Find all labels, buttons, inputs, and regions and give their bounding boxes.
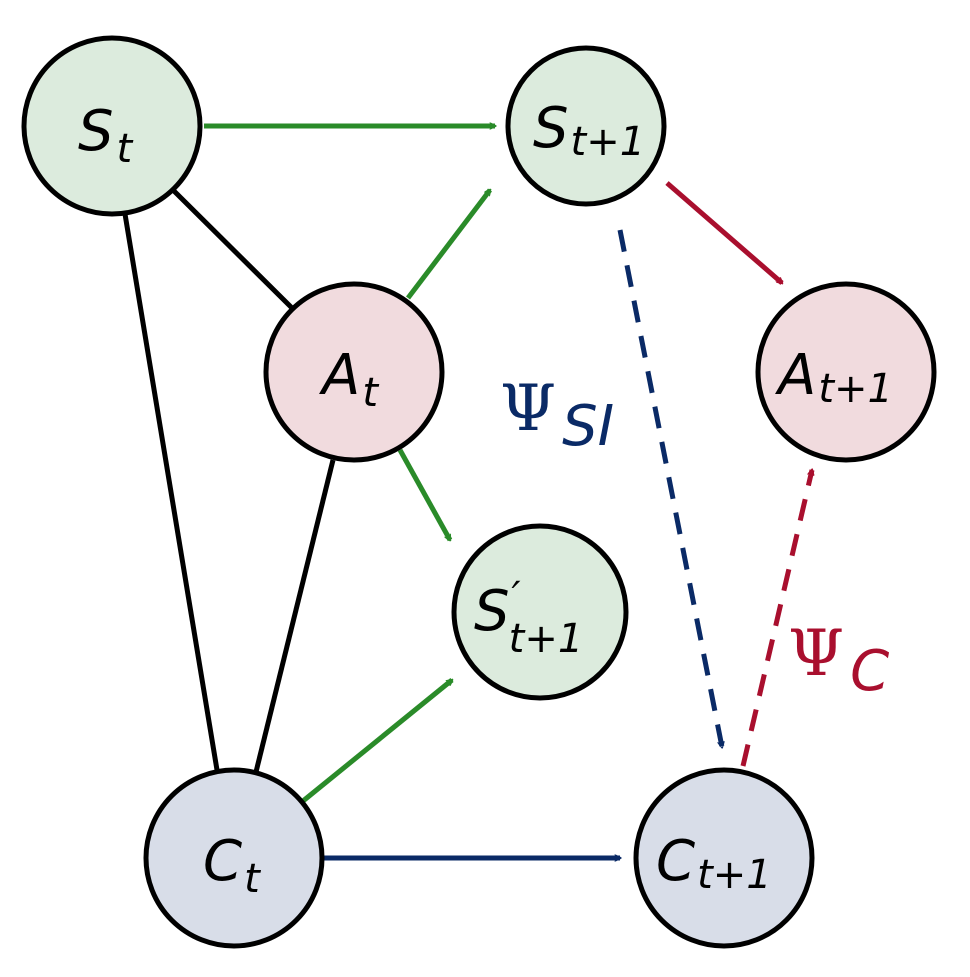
node-c-t-main: C xyxy=(203,829,242,894)
node-s-prime-t1-prime: ′ xyxy=(512,574,521,620)
node-s-t: St xyxy=(21,35,203,217)
node-a-t1-circle xyxy=(755,281,937,463)
node-c-t-label: Ct xyxy=(203,829,261,902)
node-s-prime-t1-label: S′t+1 xyxy=(474,574,583,662)
node-s-t1: St+1 xyxy=(505,45,667,207)
node-a-t-main: A xyxy=(319,343,360,408)
node-a-t-sub: t xyxy=(362,370,379,416)
node-a-t1: At+1 xyxy=(755,281,937,463)
node-s-t-sub: t xyxy=(117,126,134,172)
edge-at-ct xyxy=(252,459,336,777)
node-s-prime-t1-circle xyxy=(451,523,629,701)
node-s-t-label: St xyxy=(78,99,134,172)
edge-at-st1 xyxy=(406,190,492,300)
edge-st-ct xyxy=(122,213,221,777)
edge-at-sprime xyxy=(397,448,453,540)
edge-ct-sprime xyxy=(301,678,452,803)
node-c-t1-label: Ct+1 xyxy=(656,829,772,898)
node-a-t1-main: A xyxy=(775,343,816,408)
node-s-t1-label: St+1 xyxy=(533,96,645,165)
node-a-t-label: At xyxy=(319,343,379,416)
node-s-t1-circle xyxy=(505,45,667,207)
node-c-t: Ct xyxy=(143,767,325,949)
node-s-t1-sub: t+1 xyxy=(571,119,646,165)
node-c-t1-main: C xyxy=(656,829,695,894)
edge-label-psi-si-sub: SI xyxy=(562,394,614,459)
node-s-prime-t1-sub: t+1 xyxy=(509,616,584,662)
node-s-t1-main: S xyxy=(533,96,569,161)
node-c-t1-sub: t+1 xyxy=(697,852,772,898)
node-a-t-circle xyxy=(263,281,445,463)
edge-psi-si-dashed xyxy=(617,229,722,747)
node-s-t-main: S xyxy=(78,99,114,164)
node-a-t1-label: At+1 xyxy=(775,343,893,412)
node-c-t1-circle xyxy=(633,767,815,949)
edge-st-at xyxy=(171,188,294,310)
edge-label-psi-c-symbol: Ψ xyxy=(788,617,844,691)
node-a-t1-sub: t+1 xyxy=(818,366,893,412)
node-s-prime-t1-main: S xyxy=(474,579,510,644)
node-a-t: At xyxy=(263,281,445,463)
edge-psi-c-dashed xyxy=(740,470,812,767)
node-s-prime-t1: S′t+1 xyxy=(451,523,629,701)
edge-label-psi-si-symbol: Ψ xyxy=(500,372,556,446)
node-c-t-circle xyxy=(143,767,325,949)
node-c-t-sub: t xyxy=(244,856,261,902)
edge-label-psi-c-sub: C xyxy=(850,639,889,704)
node-s-t-circle xyxy=(21,35,203,217)
edge-st1-at1 xyxy=(665,181,782,285)
node-c-t1: Ct+1 xyxy=(633,767,815,949)
